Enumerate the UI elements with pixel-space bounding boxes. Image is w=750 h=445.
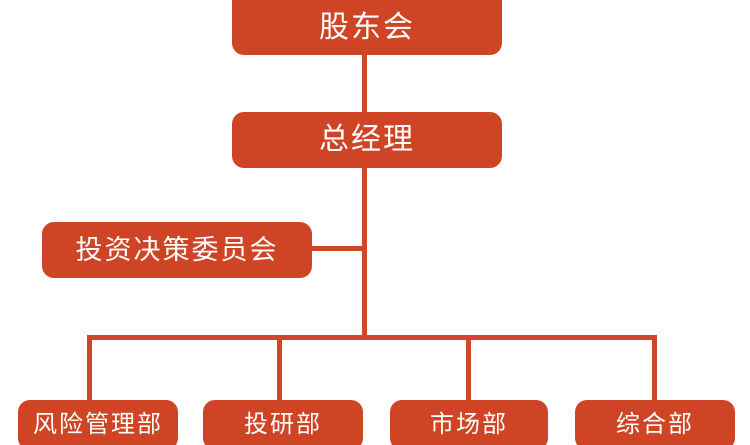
connector-general-manager-trunk [362, 168, 367, 339]
org-node-department-1-label: 投研部 [244, 411, 322, 438]
org-node-shareholders-label: 股东会 [319, 10, 415, 44]
org-node-department-investment-research[interactable]: 投研部 [203, 400, 363, 445]
connector-drop-department-1 [277, 335, 282, 401]
connector-department-bus [87, 335, 657, 340]
org-node-general-manager[interactable]: 总经理 [232, 112, 502, 168]
connector-shareholders-to-general-manager [362, 55, 367, 113]
org-node-investment-committee[interactable]: 投资决策委员会 [42, 222, 312, 278]
connector-drop-department-2 [466, 335, 471, 401]
org-node-department-2-label: 市场部 [430, 411, 508, 438]
connector-to-investment-committee [311, 246, 363, 251]
org-node-department-marketing[interactable]: 市场部 [390, 400, 548, 445]
org-node-department-3-label: 综合部 [616, 411, 694, 438]
connector-drop-department-3 [652, 335, 657, 401]
org-node-shareholders[interactable]: 股东会 [232, 0, 502, 55]
org-node-investment-committee-label: 投资决策委员会 [75, 234, 279, 265]
connector-drop-department-0 [87, 335, 92, 401]
org-node-department-0-label: 风险管理部 [33, 411, 163, 438]
org-node-department-risk-management[interactable]: 风险管理部 [18, 400, 178, 445]
org-node-general-manager-label: 总经理 [319, 123, 415, 156]
org-node-department-general-affairs[interactable]: 综合部 [575, 400, 735, 445]
